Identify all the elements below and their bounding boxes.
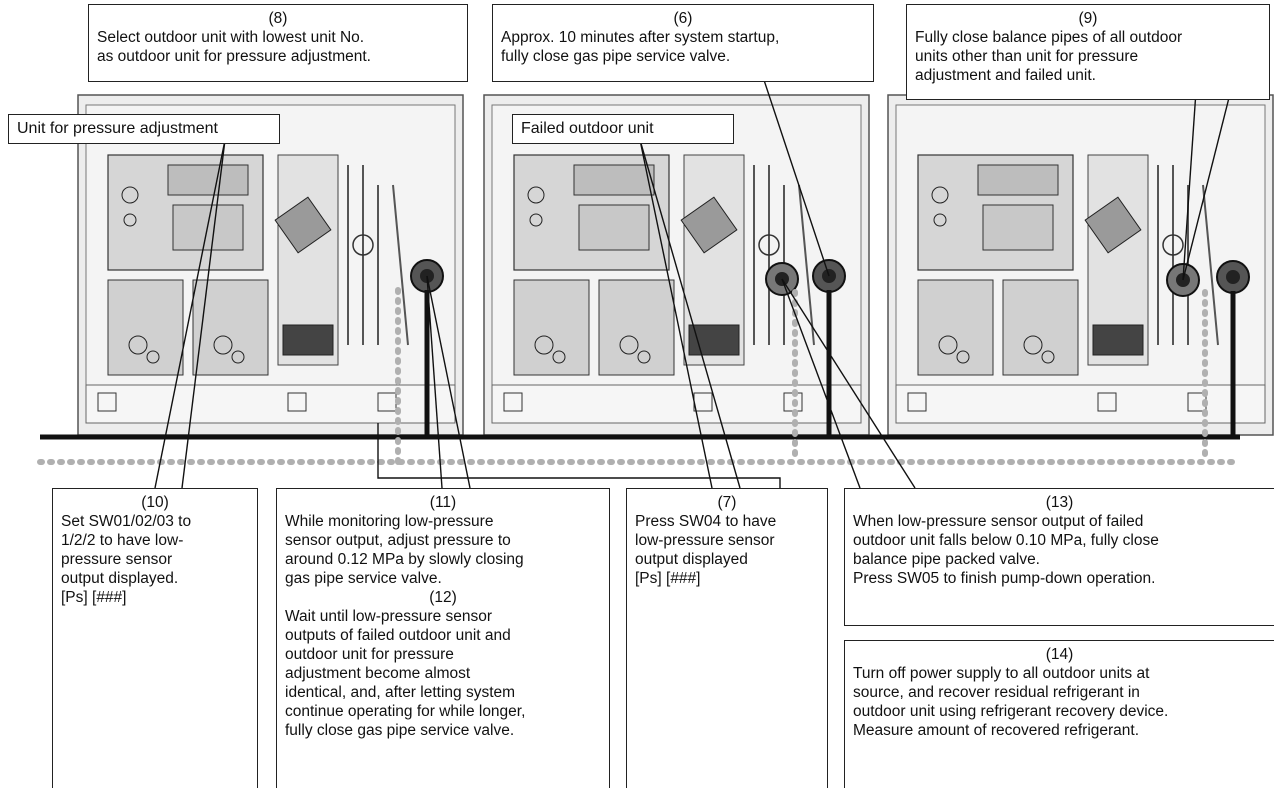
valve-gas-unit3: [1216, 260, 1250, 294]
step-8-line: Select outdoor unit with lowest unit No.: [97, 29, 365, 46]
step-6-number: (6): [673, 10, 693, 27]
step-14-box: (14) Turn off power supply to all outdoo…: [844, 640, 1274, 788]
step-14-line: Measure amount of recovered refrigerant.: [853, 722, 1140, 739]
step-7-line: low-pressure sensor: [635, 532, 775, 549]
step-14-line: Turn off power supply to all outdoor uni…: [853, 665, 1150, 682]
step-11-line: sensor output, adjust pressure to: [285, 532, 511, 549]
step-6-line: fully close gas pipe service valve.: [501, 48, 731, 65]
step-7-box: (7) Press SW04 to have low-pressure sens…: [626, 488, 828, 788]
step-8-line: as outdoor unit for pressure adjustment.: [97, 48, 371, 65]
step-9-line: adjustment and failed unit.: [915, 67, 1096, 84]
step-11-number: (11): [429, 494, 457, 511]
step-11-line: gas pipe service valve.: [285, 570, 442, 587]
step-13-line: When low-pressure sensor output of faile…: [853, 513, 1144, 530]
step-10-line: output displayed.: [61, 570, 179, 587]
step-13-line: Press SW05 to finish pump-down operation…: [853, 570, 1156, 587]
step-11-line: around 0.12 MPa by slowly closing: [285, 551, 524, 568]
step-14-line: outdoor unit using refrigerant recovery …: [853, 703, 1169, 720]
step-8-number: (8): [268, 10, 288, 27]
step-12-line: continue operating for while longer,: [285, 703, 526, 720]
step-12-line: outdoor unit for pressure: [285, 646, 454, 663]
step-6-box: (6) Approx. 10 minutes after system star…: [492, 4, 874, 82]
step-7-line: Press SW04 to have: [635, 513, 777, 530]
step-14-line: source, and recover residual refrigerant…: [853, 684, 1140, 701]
outdoor-unit-pressure-adjustment: [77, 94, 464, 436]
step-14-number: (14): [1045, 646, 1074, 663]
step-9-line: Fully close balance pipes of all outdoor: [915, 29, 1183, 46]
step-10-number: (10): [141, 494, 169, 511]
step-13-number: (13): [1045, 494, 1074, 511]
step-13-line: balance pipe packed valve.: [853, 551, 1040, 568]
step-7-number: (7): [717, 494, 737, 511]
step-12-number: (12): [429, 589, 457, 606]
step-10-line: Set SW01/02/03 to: [61, 513, 192, 530]
step-10-line: pressure sensor: [61, 551, 173, 568]
step-12-line: fully close gas pipe service valve.: [285, 722, 515, 739]
step-12-line: Wait until low-pressure sensor: [285, 608, 493, 625]
label-failed-outdoor-unit: Failed outdoor unit: [512, 114, 734, 144]
balance-pipe: [37, 287, 1243, 465]
step-12-line: outputs of failed outdoor unit and: [285, 627, 511, 644]
step-8-box: (8) Select outdoor unit with lowest unit…: [88, 4, 468, 82]
step-10-box: (10) Set SW01/02/03 to 1/2/2 to have low…: [52, 488, 258, 788]
outdoor-unit-other: [887, 94, 1274, 436]
step-9-number: (9): [1078, 10, 1098, 27]
label-unit-pressure-adjustment: Unit for pressure adjustment: [8, 114, 280, 144]
step-11-12-box: (11) While monitoring low-pressure senso…: [276, 488, 610, 788]
step-13-box: (13) When low-pressure sensor output of …: [844, 488, 1274, 626]
gas-pipe: [40, 290, 1240, 440]
step-7-line: [Ps] [###]: [635, 570, 701, 587]
step-9-box: (9) Fully close balance pipes of all out…: [906, 4, 1270, 100]
step-11-line: While monitoring low-pressure: [285, 513, 494, 530]
step-13-line: outdoor unit falls below 0.10 MPa, fully…: [853, 532, 1159, 549]
step-12-line: adjustment become almost: [285, 665, 471, 682]
step-9-line: units other than unit for pressure: [915, 48, 1139, 65]
step-10-line: 1/2/2 to have low-: [61, 532, 184, 549]
step-6-line: Approx. 10 minutes after system startup,: [501, 29, 780, 46]
step-7-line: output displayed: [635, 551, 748, 568]
step-10-line: [Ps] [###]: [61, 589, 127, 606]
step-12-line: identical, and, after letting system: [285, 684, 516, 701]
